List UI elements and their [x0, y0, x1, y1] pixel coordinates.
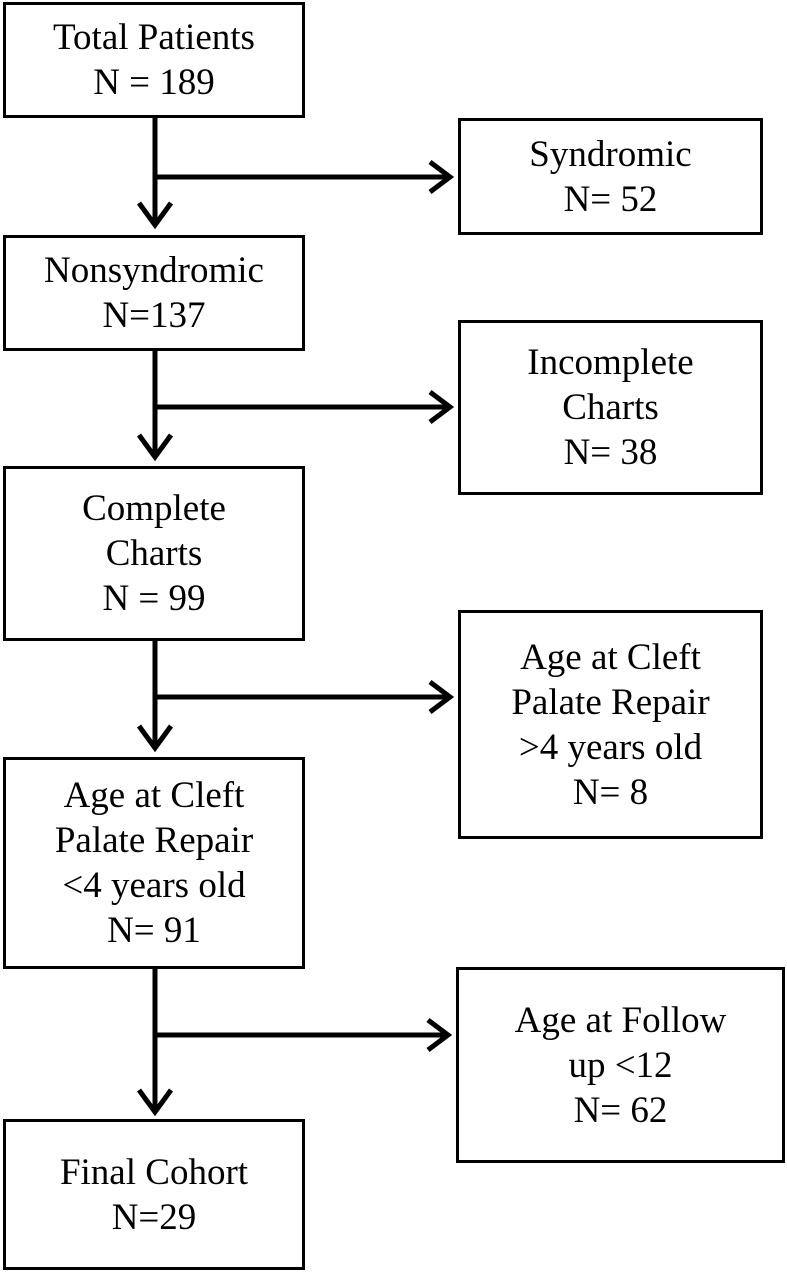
box-incomplete-charts-line-2: Charts	[562, 387, 659, 428]
arrowhead-age-cleft-over4	[428, 680, 455, 714]
box-age-followup: Age at Follow up <12 N= 62	[456, 967, 785, 1163]
box-total-patients: Total Patients N = 189	[3, 2, 305, 118]
box-age-cleft-over4-line-4: N= 8	[572, 771, 649, 813]
box-final-cohort-line-1: Final Cohort	[59, 1151, 249, 1193]
arrowhead-incomplete	[428, 390, 455, 424]
arrowhead-complete	[136, 433, 174, 462]
box-final-cohort-line-2: N=29	[111, 1196, 197, 1238]
box-incomplete-charts-line-1: Incomplete	[527, 342, 694, 383]
box-complete-charts-line-1: Complete	[82, 488, 226, 529]
box-nonsyndromic-line-1: Nonsyndromic	[44, 250, 264, 291]
box-syndromic-line-2: N= 52	[563, 178, 658, 220]
box-total-patients-line-1: Total Patients	[53, 17, 255, 58]
arrowhead-nonsyndromic	[136, 201, 174, 230]
box-nonsyndromic-line-2: N=137	[102, 295, 206, 336]
box-syndromic: Syndromic N= 52	[458, 118, 763, 235]
box-age-followup-line-2: up <12	[568, 1044, 673, 1086]
arrowhead-final	[136, 1088, 174, 1117]
box-age-cleft-under4-line-1: Age at Cleft	[63, 775, 245, 816]
box-incomplete-charts: Incomplete Charts N= 38	[458, 320, 763, 495]
box-total-patients-line-2: N = 189	[93, 62, 215, 103]
box-age-cleft-over4: Age at Cleft Palate Repair >4 years old …	[458, 610, 763, 839]
box-complete-charts-line-3: N = 99	[102, 578, 206, 619]
box-age-followup-line-1: Age at Follow	[514, 999, 727, 1041]
box-age-cleft-over4-line-2: Palate Repair	[511, 681, 710, 723]
box-age-cleft-under4-line-4: N= 91	[107, 910, 201, 951]
arrowhead-age-cleft	[136, 724, 174, 753]
box-syndromic-line-1: Syndromic	[529, 133, 692, 175]
box-age-cleft-under4-line-2: Palate Repair	[54, 820, 254, 861]
box-complete-charts: Complete Charts N = 99	[3, 466, 305, 641]
box-age-cleft-over4-line-1: Age at Cleft	[520, 636, 701, 678]
box-complete-charts-line-2: Charts	[105, 533, 203, 574]
box-nonsyndromic: Nonsyndromic N=137	[3, 235, 305, 351]
box-incomplete-charts-line-3: N= 38	[563, 432, 658, 473]
box-final-cohort: Final Cohort N=29	[3, 1119, 305, 1270]
box-age-cleft-under4: Age at Cleft Palate Repair <4 years old …	[3, 757, 305, 969]
arrowhead-followup	[426, 1018, 453, 1052]
arrowhead-syndromic	[428, 160, 455, 194]
box-age-cleft-over4-line-3: >4 years old	[518, 726, 703, 768]
box-age-followup-line-3: N= 62	[573, 1089, 668, 1131]
box-age-cleft-under4-line-3: <4 years old	[62, 865, 246, 906]
